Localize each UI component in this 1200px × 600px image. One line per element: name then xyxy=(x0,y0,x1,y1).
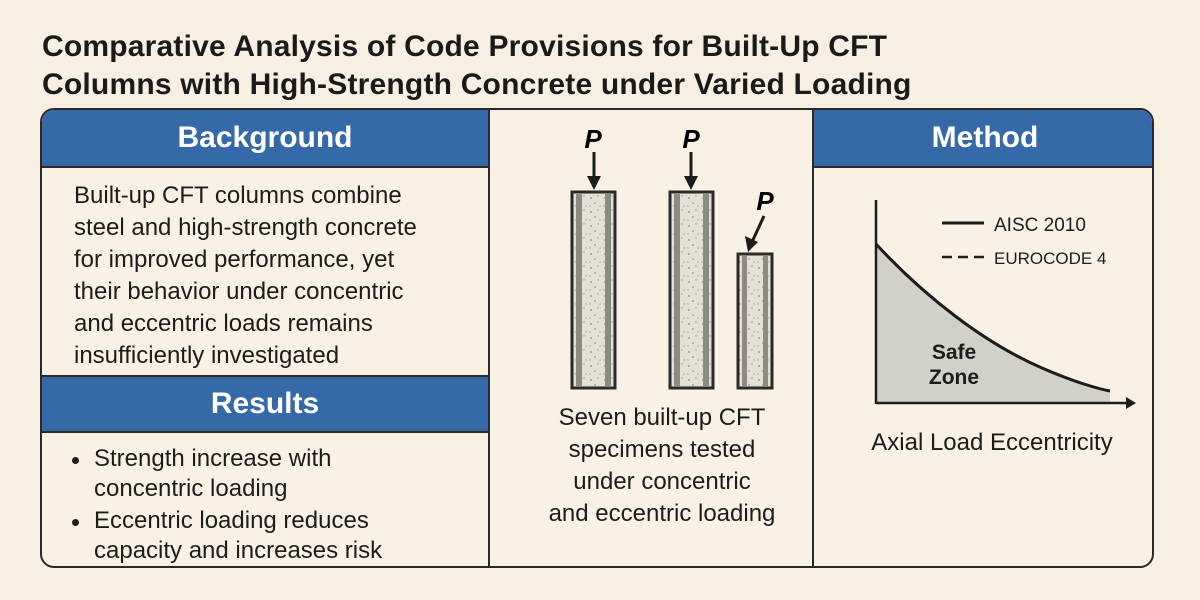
content-frame: Background Built-up CFT columns combine … xyxy=(40,108,1154,568)
legend-label-eurocode: EUROCODE 4 xyxy=(994,249,1106,268)
specimens-caption: Seven built-up CFT specimens tested unde… xyxy=(512,402,812,530)
specimen-column: P xyxy=(736,186,774,390)
result-line: Strength increase with xyxy=(94,445,332,472)
divider xyxy=(42,166,488,168)
aisc-curve xyxy=(874,242,1111,393)
method-chart: AISC 2010 EUROCODE 4 Safe Zone Axial Loa… xyxy=(871,200,1136,456)
divider xyxy=(488,110,490,566)
result-line: Eccentric loading reduces xyxy=(94,507,369,534)
background-header-label: Background xyxy=(177,121,353,154)
title-line-1: Comparative Analysis of Code Provisions … xyxy=(42,30,888,63)
specimen-column: P xyxy=(668,124,715,390)
safe-zone-label: Safe xyxy=(932,341,976,364)
background-line: and eccentric loads remains xyxy=(74,310,373,337)
background-line: insufficiently investigated xyxy=(74,342,340,369)
arrow-right-icon xyxy=(1126,397,1136,409)
result-line: capacity and increases risk xyxy=(94,537,383,564)
list-item: Strength increase with concentric loadin… xyxy=(68,444,484,504)
load-label: P xyxy=(756,186,774,216)
results-header: Results xyxy=(42,377,488,431)
background-text: Built-up CFT columns combine steel and h… xyxy=(74,180,484,372)
caption-line: specimens tested xyxy=(568,436,756,463)
background-line: their behavior under concentric xyxy=(74,278,404,305)
background-line: for improved performance, yet xyxy=(74,246,395,273)
x-axis-label: Axial Load Eccentricity xyxy=(871,429,1112,456)
load-label: P xyxy=(584,124,602,154)
arrow-down-icon xyxy=(587,176,601,190)
caption-line: and eccentric loading xyxy=(548,500,776,527)
background-header: Background xyxy=(42,110,488,166)
divider xyxy=(42,375,488,377)
title-line-2: Columns with High-Strength Concrete unde… xyxy=(42,68,912,101)
specimen-diagram: P P P xyxy=(570,124,774,390)
results-header-label: Results xyxy=(210,387,320,420)
specimen-column: P xyxy=(570,124,617,390)
results-list: Strength increase with concentric loadin… xyxy=(68,444,484,566)
divider xyxy=(812,110,814,566)
divider xyxy=(814,166,1152,168)
method-header: Method xyxy=(814,110,1152,166)
result-line: concentric loading xyxy=(94,475,288,502)
caption-line: Seven built-up CFT xyxy=(558,404,766,431)
caption-line: under concentric xyxy=(573,468,751,495)
arrow-down-icon xyxy=(684,176,698,190)
safe-zone-label: Zone xyxy=(929,366,979,389)
divider xyxy=(42,431,488,433)
background-line: steel and high-strength concrete xyxy=(74,214,417,241)
page-title: Comparative Analysis of Code Provisions … xyxy=(42,28,1162,104)
legend-label-aisc: AISC 2010 xyxy=(994,215,1086,236)
method-header-label: Method xyxy=(931,121,1039,154)
safe-zone-area xyxy=(876,244,1110,402)
background-line: Built-up CFT columns combine xyxy=(74,182,402,209)
arrow-icon xyxy=(745,236,758,252)
load-label: P xyxy=(682,124,700,154)
list-item: Eccentric loading reduces capacity and i… xyxy=(68,506,484,566)
